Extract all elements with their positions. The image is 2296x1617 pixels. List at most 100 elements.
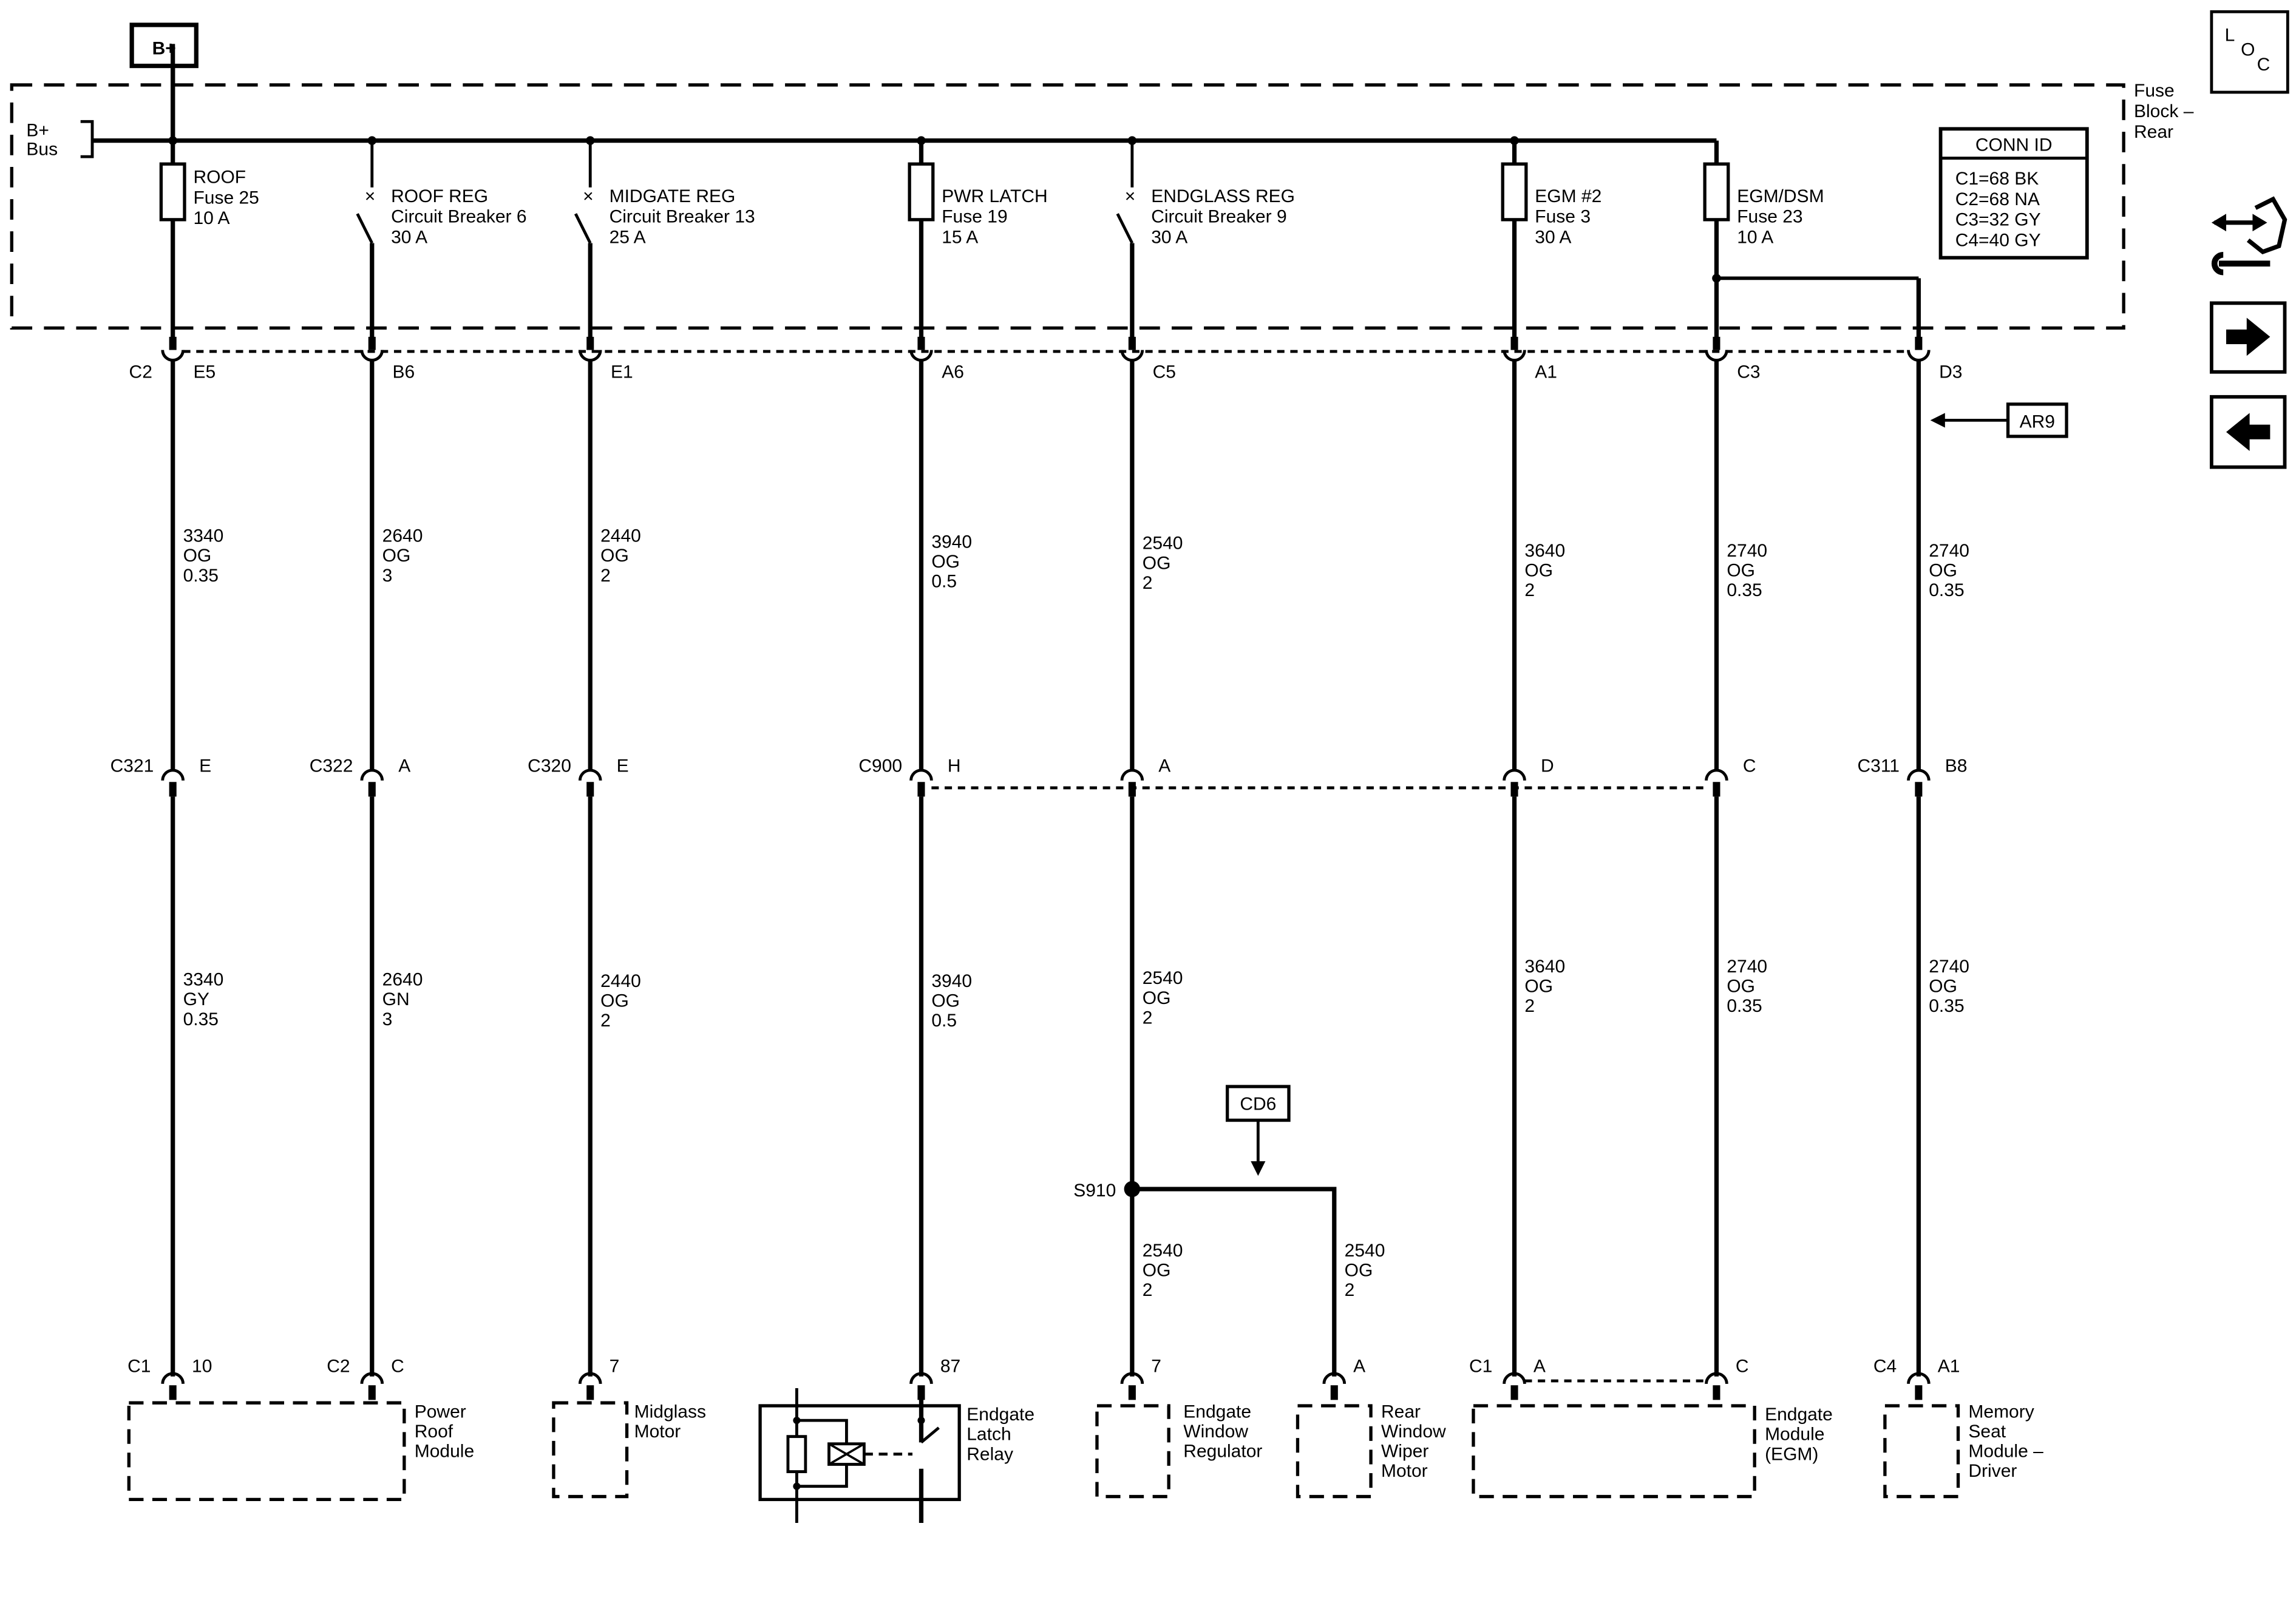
upper-wire-label-5-line: 2 (1524, 580, 1535, 600)
end-connector-3-pin (917, 1385, 925, 1400)
component-label-6-line: Seat (1968, 1422, 2006, 1442)
upper-wire-label-1-line: OG (382, 546, 411, 566)
fuse-label-5-line: Fuse 3 (1535, 207, 1591, 227)
inline-connector-5-pin (1510, 782, 1518, 797)
inline-connector-2 (578, 768, 602, 781)
conn-id-row: C4=40 GY (1955, 230, 2041, 250)
component-label-5-line: Module (1765, 1425, 1824, 1445)
relay-switch-contact (920, 1426, 940, 1444)
ref-ar9-label: AR9 (2020, 412, 2055, 432)
end-connector-pin: C (391, 1357, 404, 1377)
upper-wire-label-6-line: 2740 (1727, 541, 1767, 561)
upper-wire-label-4-line: 2 (1143, 573, 1153, 593)
conn-id-row: C2=68 NA (1955, 189, 2040, 209)
splice-wire-label-1-line: 2 (1143, 1280, 1153, 1300)
conn-id-row: C3=32 GY (1955, 210, 2041, 230)
fuse-label-0-line: ROOF (193, 168, 246, 188)
fuse-label-3-line: 15 A (942, 227, 978, 247)
lower-wire-label-4-line: OG (1143, 988, 1171, 1008)
splice-wire-label-2-line: 2540 (1345, 1241, 1385, 1261)
breaker-contact (356, 213, 373, 244)
end-connector-3 (909, 1372, 933, 1384)
fuse-body-0 (159, 162, 186, 222)
component-label-4-line: Wiper (1381, 1441, 1428, 1461)
component-label-1-line: Midglass (634, 1402, 706, 1422)
bus-junction-dot (1127, 136, 1137, 145)
fuse-block-pin-B6 (360, 350, 384, 362)
splice-s910-dot (1124, 1181, 1141, 1198)
inline-connector-1-pin (368, 782, 376, 797)
bus-junction-dot (168, 136, 177, 145)
b-plus-box (129, 22, 199, 69)
upper-wire-label-7-line: 2740 (1929, 541, 1969, 561)
end-connector-7-pin (1713, 1385, 1720, 1400)
splice-s910-label: S910 (1073, 1181, 1116, 1201)
end-connector-pin: A1 (1938, 1357, 1960, 1377)
end-connector-pin: 10 (192, 1357, 212, 1377)
inline-connector-pin: E (617, 756, 629, 776)
component-label-3-line: Endgate (1183, 1402, 1251, 1422)
upper-wire-label-5-line: 3640 (1524, 541, 1565, 561)
end-connector-8 (1907, 1372, 1931, 1385)
component-label-3-line: Window (1183, 1422, 1248, 1442)
component-label-0-line: Module (415, 1441, 474, 1461)
fuse-label-5-line: EGM #2 (1535, 186, 1601, 206)
schematic-arrowhead-left (2211, 214, 2226, 232)
component-label-5-line: (EGM) (1765, 1444, 1818, 1464)
fuse-label-6-line: Fuse 23 (1737, 207, 1802, 227)
upper-wire-label-5-line: OG (1524, 560, 1553, 580)
relay-node-dot (793, 1482, 801, 1490)
bus-junction-dot (917, 136, 926, 145)
bus-junction-dot (586, 136, 595, 145)
loc-button[interactable]: LOC (2210, 10, 2289, 94)
fuse-block-pin-A1-pin (1510, 336, 1518, 350)
lower-wire-label-4-line: 2 (1143, 1008, 1153, 1028)
lower-wire-label-2-line: 2 (600, 1011, 611, 1031)
symbols-layer (10, 22, 2125, 1502)
upper-wire-label-0-line: 3340 (183, 526, 224, 546)
upper-wire-label-6-line: 0.35 (1727, 580, 1762, 600)
inline-connector-4 (1120, 768, 1144, 781)
component-label-6-line: Driver (1968, 1461, 2017, 1481)
inline-connector-pin: H (948, 756, 961, 776)
breaker-thermal-mark: × (365, 186, 376, 206)
upper-wire-label-2-line: OG (600, 546, 629, 566)
fuse-label-5-line: 30 A (1535, 227, 1571, 247)
lower-wire-label-2-line: 2440 (600, 971, 641, 991)
component-label-1-line: Motor (634, 1422, 681, 1442)
lower-wire-label-7-line: OG (1929, 976, 1957, 996)
schematic-arrowhead-right (2252, 214, 2267, 232)
loc-icon-letter: L (2225, 25, 2235, 46)
lower-wire-label-2-line: OG (600, 991, 629, 1011)
fuse-block-pin-label: B6 (393, 362, 415, 382)
fuse-label-6-line: EGM/DSM (1737, 186, 1824, 206)
fuse-body-6 (1703, 162, 1730, 222)
breaker-label-1-line: ROOF REG (391, 186, 488, 206)
previous-page-button[interactable] (2209, 395, 2287, 469)
inline-connector-2-pin (586, 782, 594, 797)
upper-wire-label-7-line: OG (1929, 560, 1957, 580)
end-connector-0 (161, 1372, 185, 1384)
upper-wire-label-2-line: 2440 (600, 526, 641, 546)
fuse-block-pin-label: C3 (1737, 362, 1760, 382)
fuse-block-pin-label: C5 (1153, 362, 1176, 382)
schematic-wrench (2211, 251, 2271, 276)
fuse-block-pin-C3 (1705, 350, 1728, 362)
breaker-label-4-line: 30 A (1151, 227, 1187, 247)
inline-connector-pin: B8 (1945, 756, 1968, 776)
next-page-button[interactable] (2209, 301, 2287, 374)
loc-icon-letter: O (2241, 40, 2255, 60)
fuse-block-label-line: Fuse (2134, 81, 2175, 101)
bus-bracket (80, 120, 94, 158)
inline-connector-3 (909, 768, 933, 781)
schematic-icon[interactable] (2211, 196, 2288, 276)
end-connector-1 (360, 1372, 384, 1385)
fuse-block-pin-D3-pin (1915, 336, 1923, 350)
lower-wire-label-5-line: 3640 (1524, 957, 1565, 977)
fuse-label-6-line: 10 A (1737, 227, 1773, 247)
component-box-1 (552, 1401, 629, 1499)
ref-ar9-arrowhead (1930, 413, 1945, 428)
component-label-2-line: Endgate (966, 1405, 1034, 1425)
component-label-0-line: Power (415, 1402, 466, 1422)
